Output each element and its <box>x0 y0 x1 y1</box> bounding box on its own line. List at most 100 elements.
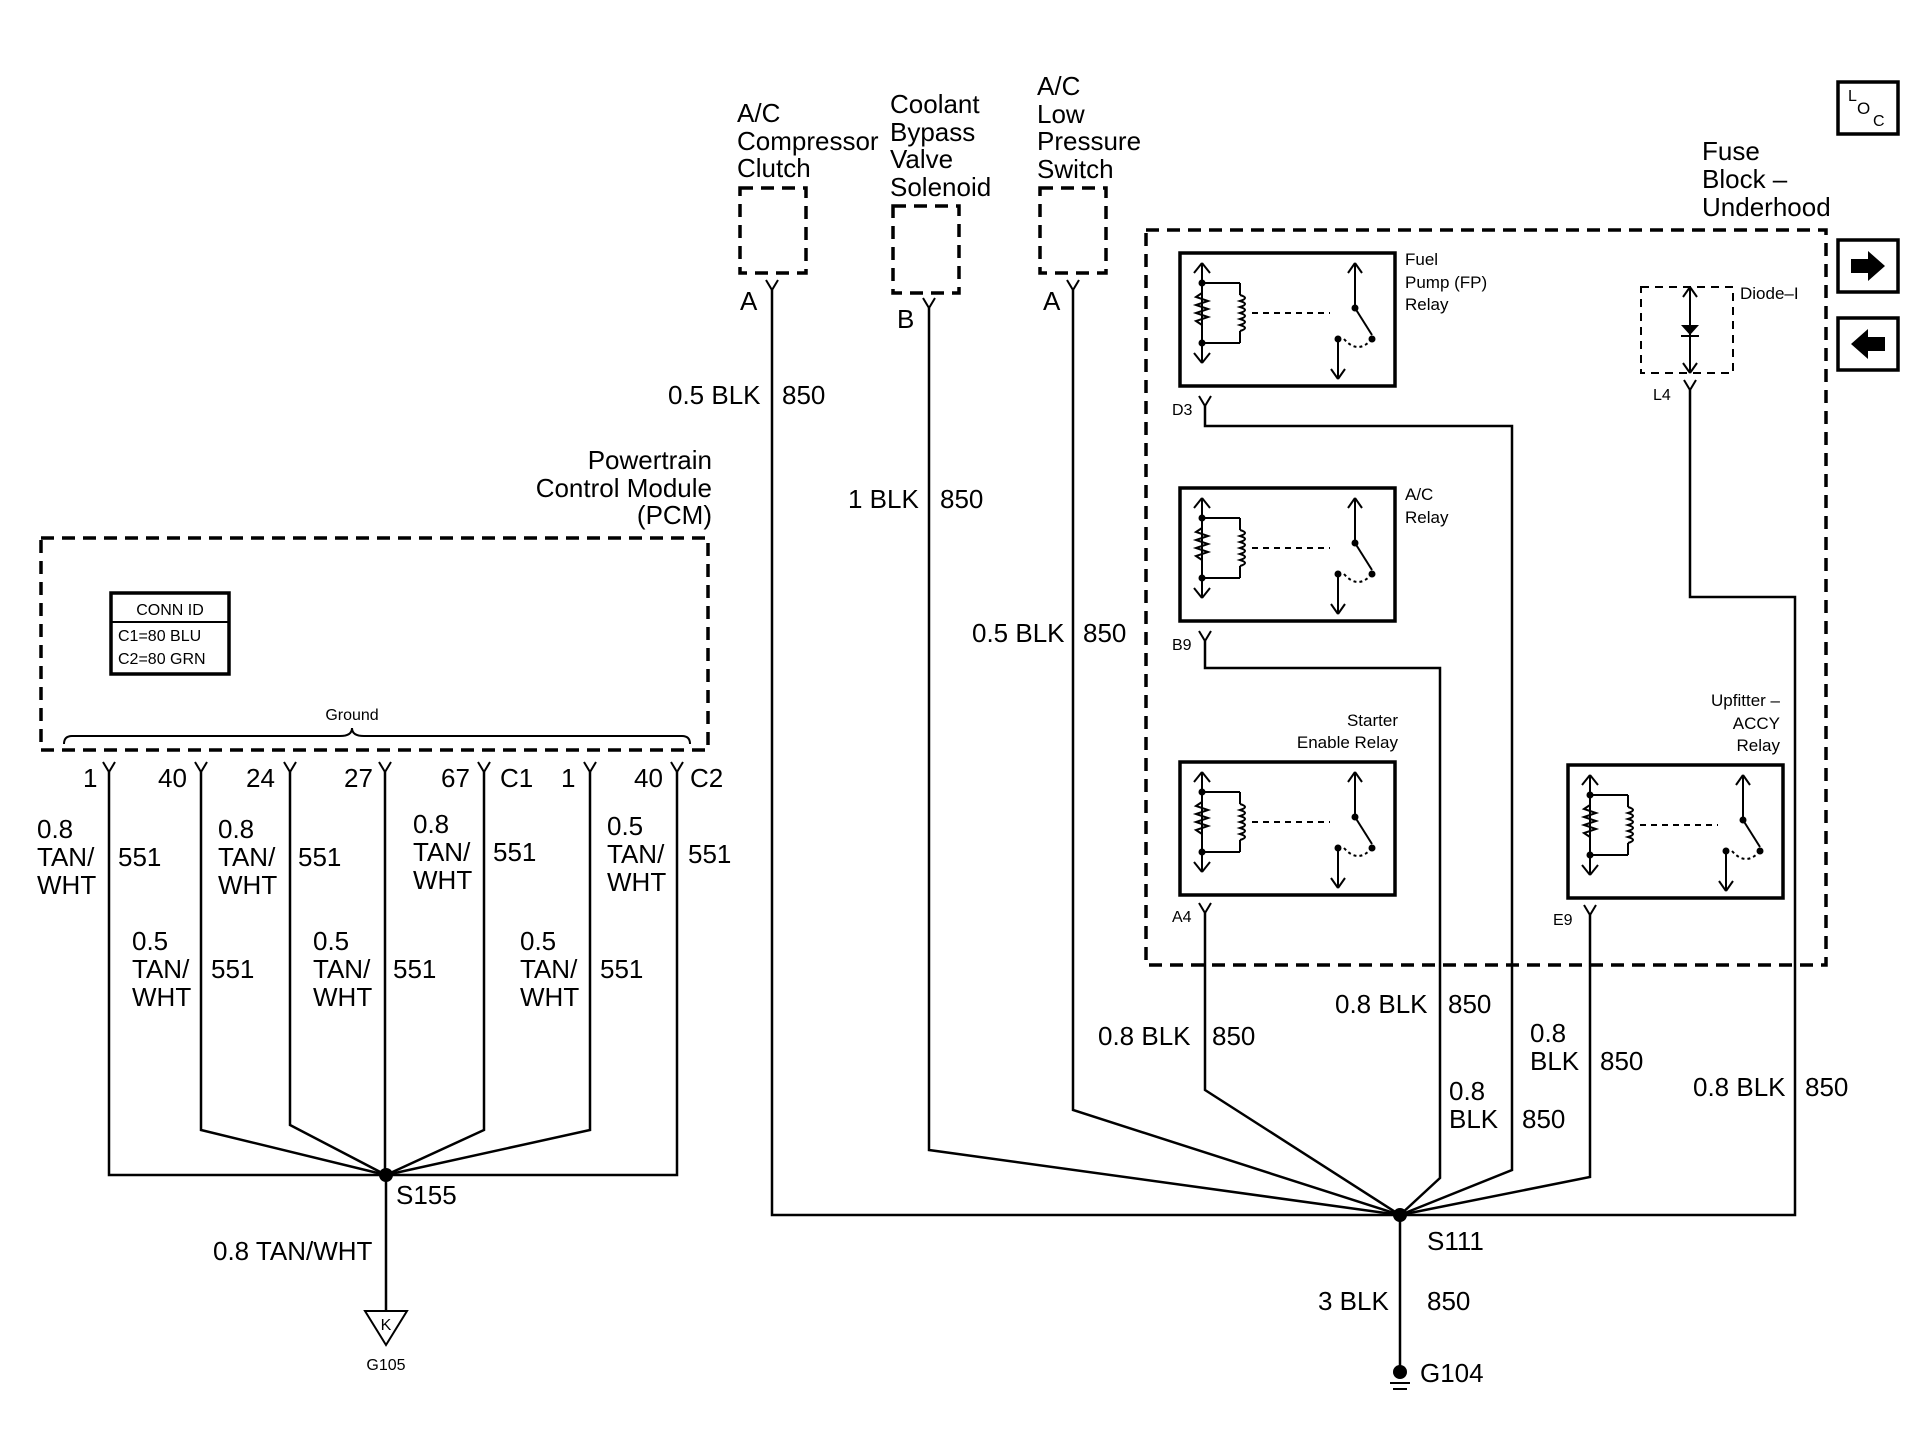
pcm-wire-label-e: 0.8 TAN/ WHT 551 <box>413 809 536 895</box>
pcm-label-3: (PCM) <box>637 500 712 530</box>
ac-relay-label-1: A/C <box>1405 485 1433 504</box>
pcm-wire-a-circuit: 551 <box>118 842 161 872</box>
fuse-block-box <box>1144 228 1828 967</box>
w-coolant-circuit: 850 <box>940 484 983 514</box>
w-b9-l2: BLK <box>1449 1104 1499 1134</box>
w-ground-main-circuit: 850 <box>1427 1286 1470 1316</box>
fuel-pump-relay-box <box>1178 251 1397 388</box>
fp-relay-label-3: Relay <box>1405 295 1449 314</box>
starter-enable-relay: Starter Enable Relay A4 <box>1172 711 1398 926</box>
pcm-wire-67 <box>385 772 486 1177</box>
wire-b9 <box>1203 641 1442 1216</box>
w-l4-size: 0.8 BLK <box>1693 1072 1786 1102</box>
pcm-pin-27: 27 <box>344 763 373 793</box>
fp-relay-label-1: Fuel <box>1405 250 1438 269</box>
pcm-wire-g-l3: WHT <box>607 867 666 897</box>
w-a4-circuit: 850 <box>1212 1021 1255 1051</box>
pcm-wire-f-l3: WHT <box>520 982 579 1012</box>
fuse-block-label-1: Fuse <box>1702 136 1760 166</box>
w-ac-lp-size: 0.5 BLK <box>972 618 1065 648</box>
coolant-label-4: Solenoid <box>890 172 991 202</box>
ground-g105-letter: K <box>381 1317 392 1334</box>
pcm-wire-f-l2: TAN/ <box>520 954 578 984</box>
pcm-wire-40 <box>199 772 387 1177</box>
pcm-wire-c-circuit: 551 <box>298 842 341 872</box>
pcm-pin-40: 40 <box>158 763 187 793</box>
pcm-wire-f-circuit: 551 <box>600 954 643 984</box>
coolant-box <box>891 204 961 295</box>
w-ac-clutch-size: 0.5 BLK <box>668 380 761 410</box>
ac-lp-label-2: Low <box>1037 99 1085 129</box>
w-e9-circuit: 850 <box>1600 1046 1643 1076</box>
previous-page-button[interactable] <box>1836 316 1900 372</box>
pcm-wire-d-l2: TAN/ <box>313 954 371 984</box>
ground-bracket-label: Ground <box>325 707 378 724</box>
pcm-wire-d-l3: WHT <box>313 982 372 1012</box>
starter-relay-label-1: Starter <box>1347 711 1398 730</box>
pcm-wire-a-l2: TAN/ <box>37 842 95 872</box>
pcm-wire-g-circuit: 551 <box>688 839 731 869</box>
pcm-wire-a-l3: WHT <box>37 870 96 900</box>
pcm-pin-1: 1 <box>83 763 97 793</box>
upfitter-relay-box <box>1566 763 1785 900</box>
conn-id-table: CONN ID C1=80 BLU C2=80 GRN <box>109 591 231 676</box>
pcm-wire-e-l1: 0.8 <box>413 809 449 839</box>
w-coolant-size: 1 BLK <box>848 484 919 514</box>
wire-ac-clutch <box>770 290 1400 1217</box>
pcm-pin-40b: 40 <box>634 763 663 793</box>
pcm-wire-c-l2: TAN/ <box>218 842 276 872</box>
ac-relay-pin: B9 <box>1172 637 1192 654</box>
coolant-label-1: Coolant <box>890 89 980 119</box>
ground-g104: G104 <box>1390 1358 1484 1390</box>
upfitter-label-1: Upfitter – <box>1711 691 1781 710</box>
ground-g105: K G105 <box>363 1310 409 1374</box>
coolant-label-3: Valve <box>890 144 953 174</box>
ground-g105-label: G105 <box>366 1357 405 1374</box>
pcm-wire-b-l1: 0.5 <box>132 926 168 956</box>
wire-e9 <box>1399 915 1592 1217</box>
starter-relay-box <box>1178 760 1397 897</box>
pcm-wire-g-l1: 0.5 <box>607 811 643 841</box>
pcm-wire-e-circuit: 551 <box>493 837 536 867</box>
pcm-pin-24: 24 <box>246 763 275 793</box>
ac-clutch-label-2: Compressor <box>737 126 879 156</box>
loc-o: O <box>1857 99 1870 118</box>
pcm-wire-d-l1: 0.5 <box>313 926 349 956</box>
next-page-button[interactable] <box>1836 238 1900 294</box>
pcm-wire-c-l1: 0.8 <box>218 814 254 844</box>
conn-id-title: CONN ID <box>136 602 204 619</box>
ac-compressor-clutch: A/C Compressor Clutch A <box>737 98 879 316</box>
w-e9-l1: 0.8 <box>1530 1018 1566 1048</box>
ac-relay-label-2: Relay <box>1405 508 1449 527</box>
w-d3-circuit: 850 <box>1448 989 1491 1019</box>
w-a4-size: 0.8 BLK <box>1098 1021 1191 1051</box>
w-d3-size: 0.8 BLK <box>1335 989 1428 1019</box>
pcm-label-1: Powertrain <box>588 445 712 475</box>
coolant-pin: B <box>897 304 914 334</box>
pcm-wire-label-f: 0.5 TAN/ WHT 551 <box>520 926 643 1012</box>
conn-id-c2: C2=80 GRN <box>118 651 206 668</box>
diode-label: Diode–I <box>1740 284 1799 303</box>
ac-clutch-label-1: A/C <box>737 98 780 128</box>
diode-i: Diode–I L4 <box>1640 284 1799 404</box>
wire-a4 <box>1203 913 1401 1217</box>
w-ground-main-size: 3 BLK <box>1318 1286 1389 1316</box>
coolant-bypass-valve-solenoid: Coolant Bypass Valve Solenoid B <box>890 89 991 334</box>
starter-relay-label-2: Enable Relay <box>1297 733 1399 752</box>
pcm-wire-a-l1: 0.8 <box>37 814 73 844</box>
w-ac-clutch-circuit: 850 <box>782 380 825 410</box>
starter-relay-pin: A4 <box>1172 909 1192 926</box>
fp-relay-pin: D3 <box>1172 402 1193 419</box>
splice-s155-dot <box>379 1168 393 1182</box>
pcm-pin-c1: C1 <box>500 763 533 793</box>
splice-s111-label: S111 <box>1427 1226 1484 1256</box>
wire-ac-lp <box>1071 290 1401 1217</box>
pcm-wire-b-l2: TAN/ <box>132 954 190 984</box>
component-locator-button[interactable]: L O C <box>1836 80 1900 136</box>
pcm-wire-g-l2: TAN/ <box>607 839 665 869</box>
pcm-wire-40b <box>386 772 679 1177</box>
loc-l: L <box>1848 88 1857 105</box>
arrow-left-icon <box>1851 329 1885 359</box>
pcm-wire-24 <box>288 772 387 1177</box>
